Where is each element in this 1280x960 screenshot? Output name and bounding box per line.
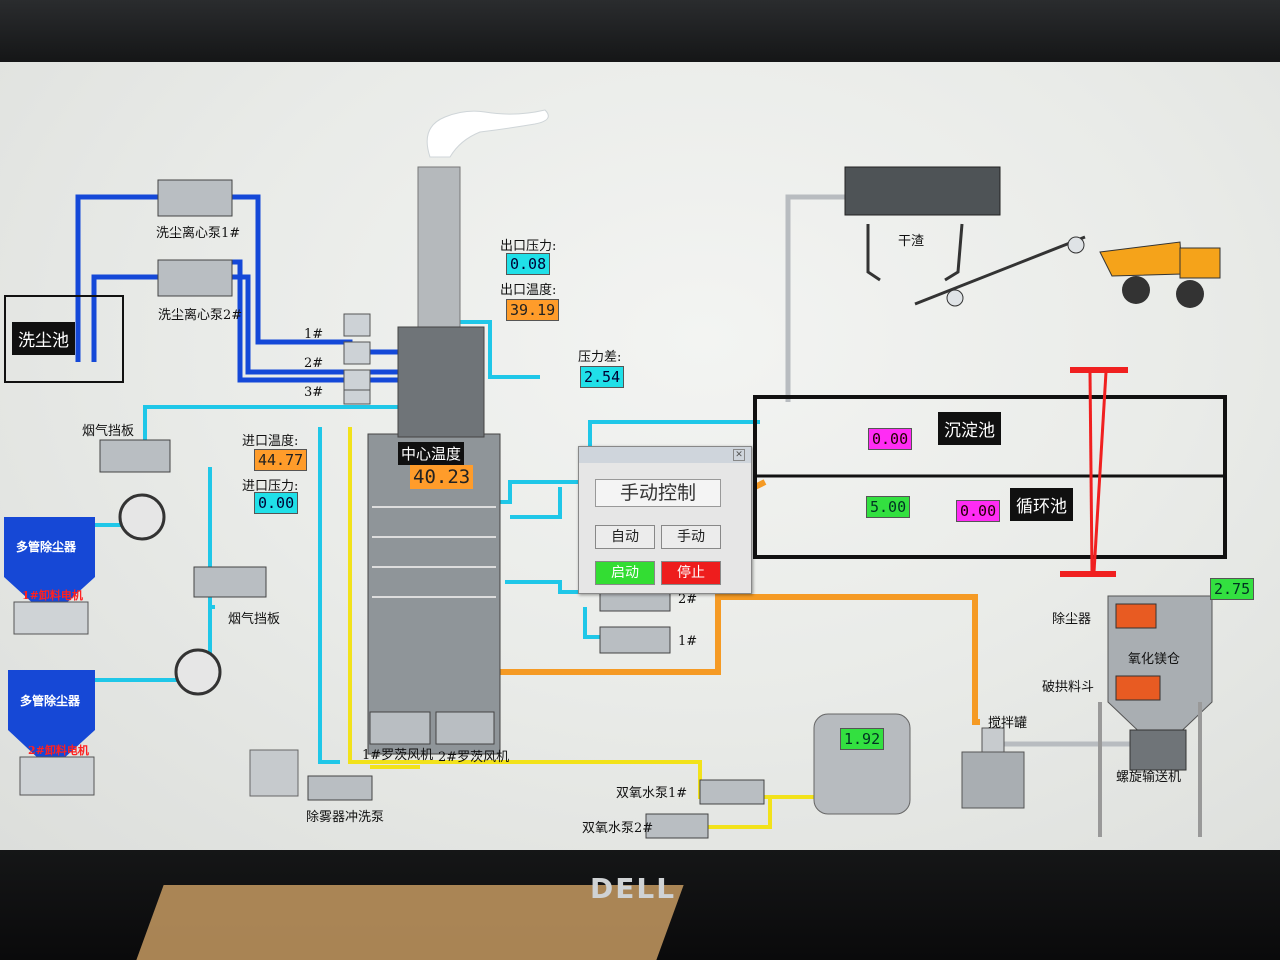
press-diff-value: 2.54 [580,366,625,388]
inlet-press-value: 0.00 [254,492,299,514]
outlet-press-value: 0.08 [506,253,551,275]
scada-screen: 洗尘池 洗尘离心泵1# 洗尘离心泵2# 烟气挡板 烟气挡板 多管除尘器 多管除尘… [0,62,1280,852]
screw-conveyor-label: 螺旋输送机 [1116,770,1182,785]
dialog-title: 手动控制 [595,479,721,507]
inlet-press-label: 进口压力: [242,479,299,494]
outlet-temp-value: 39.19 [506,299,560,321]
dust-collector-2 [8,670,95,760]
arch-hopper-label: 破拱料斗 [1042,680,1095,695]
auto-button[interactable]: 自动 [595,525,655,549]
wash-pool-label: 洗尘池 [12,322,75,355]
unload-motor-1 [13,601,89,635]
circulation-level: 0.00 [956,500,1001,522]
fans [118,493,222,696]
mixer-motor [981,727,1005,753]
inlet-temp-value: 44.77 [254,449,308,471]
inlet-valves [343,313,371,405]
screw-conveyor [1129,729,1187,771]
pump2-label: 洗尘离心泵2# [158,308,243,323]
plant-diagram [4,109,1227,839]
dialog-titlebar[interactable]: ✕ [579,447,751,463]
center-temp-value: 40.23 [410,465,474,489]
center-temp-label: 中心温度 [398,442,465,465]
dry-slag-label: 干渣 [898,234,925,249]
h2o2-tank [813,713,911,815]
dust-collector-red [1115,603,1157,629]
unload-motor-1-label: 1#卸料电机 [22,589,83,602]
mixing-tank [961,751,1025,809]
settling-level-b: 5.00 [866,496,911,518]
wash-water-pipes [75,194,435,395]
arch-hopper-red [1115,675,1161,701]
baffle2-label: 烟气挡板 [228,612,281,627]
red-frame [1060,367,1128,577]
row2-label: 2# [304,356,324,371]
row1-label: 1# [304,327,324,342]
chimney-stack [417,166,461,328]
pump1-label: 洗尘离心泵1# [156,226,241,241]
pump-r1-label: 1# [678,634,698,649]
tower-spray-layers [372,506,496,598]
multi-tube-collector-1-label: 多管除尘器 [16,540,77,554]
settling-level-a: 0.00 [868,428,913,450]
close-icon[interactable]: ✕ [733,449,745,461]
monitor-brand-logo: DELL [590,872,677,905]
silo-level: 2.75 [1210,578,1255,600]
gray-pipes [785,194,1130,747]
smoke-plume [426,109,549,158]
outlet-press-label: 出口压力: [500,239,557,254]
unload-motor-2-label: 2#卸料电机 [28,744,89,757]
slag-dryer [844,166,1001,216]
slag-hopper [866,223,1086,306]
multi-tube-collector-2-label: 多管除尘器 [20,694,81,708]
wash-pool-box [4,295,124,383]
stop-button[interactable]: 停止 [661,561,721,585]
baffle1-label: 烟气挡板 [82,424,135,439]
inlet-temp-label: 进口温度: [242,434,299,449]
row3-label: 3# [304,385,324,400]
dust-collector-1 [4,517,95,607]
h2o2-pump1-label: 双氧水泵1# [616,786,688,801]
manual-button[interactable]: 手动 [661,525,721,549]
dump-truck [1099,241,1221,308]
unload-motor-2 [19,756,95,796]
mixer-label: 搅拌罐 [988,716,1028,731]
circulation-tank-label: 循环池 [1010,488,1073,521]
heat-exchanger [397,326,485,438]
dust-collector-label: 除尘器 [1052,612,1092,627]
demister-tank [249,749,299,797]
outlet-temp-label: 出口温度: [500,283,557,298]
tank-level: 1.92 [840,728,885,750]
monitor-bezel-top [0,0,1280,62]
pump-r2-label: 2# [678,592,698,607]
settling-tank-label: 沉淀池 [938,412,1001,445]
blower2-label: 2#罗茨风机 [438,750,510,765]
start-button[interactable]: 启动 [595,561,655,585]
demister-pump-label: 除雾器冲洗泵 [306,810,385,825]
h2o2-pump2-label: 双氧水泵2# [582,821,654,836]
conveyor-roller [1067,236,1085,254]
silo-legs [1098,702,1202,837]
blower1-label: 1#罗茨风机 [362,748,434,763]
conveyor-roller [946,289,964,307]
mgo-silo-label: 氧化镁仓 [1128,652,1181,667]
press-diff-label: 压力差: [578,350,622,365]
manual-control-dialog: ✕ 手动控制 自动 手动 启动 停止 [578,446,752,594]
